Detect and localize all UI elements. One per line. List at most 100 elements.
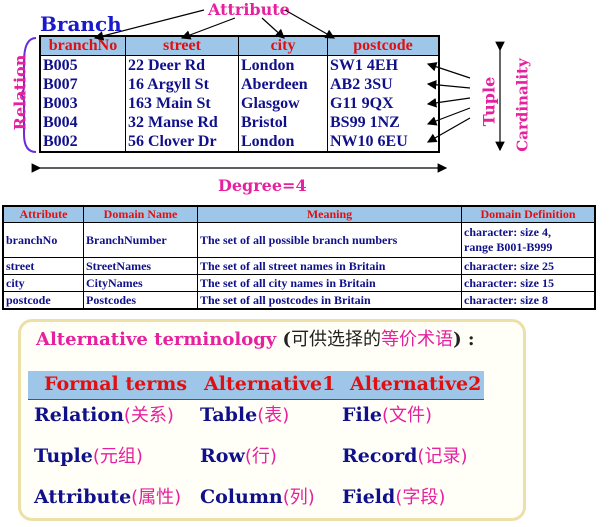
column-header-branchno: branchNo [39,35,126,56]
cell: The set of all possible branch numbers [197,222,462,258]
divider [28,399,484,400]
term-field: Field(字段) [342,483,445,509]
term-table: Table(表) [200,401,289,427]
attribute-label: Attribute [208,0,290,19]
heading-part: ) : [453,329,475,350]
cell: NW10 6EU [327,132,440,152]
cell: BranchNumber [83,222,198,258]
term-relation: Relation(关系) [34,401,174,427]
heading-part: 等价术语 [381,329,454,350]
table-row: street StreetNames The set of all street… [2,257,596,275]
cell: 22 Deer Rd [125,55,239,75]
header-attribute: Attribute [2,205,84,223]
cell: AB2 3SU [327,75,440,94]
cell: London [238,55,328,75]
cell: branchNo [2,222,84,258]
term-en: Attribute [34,486,132,508]
term-tuple: Tuple(元组) [34,442,143,468]
term-cn: (字段) [395,487,446,508]
cell: The set of all city names in Britain [197,274,462,292]
term-cn: (属性) [131,487,182,508]
cell: CityNames [83,274,198,292]
cell: 163 Main St [125,94,239,113]
cell: character: size 25 [461,257,596,275]
cell: 32 Manse Rd [125,113,239,132]
term-cn: (元组) [92,446,143,467]
cell: The set of all postcodes in Britain [197,291,462,310]
term-en: Tuple [34,445,93,467]
cell: B005 [40,55,126,75]
term-record: Record(记录) [342,442,467,468]
terminology-heading: Alternative terminology (可供选择的等价术语) : [36,325,475,351]
table-row: postcode Postcodes The set of all postco… [2,291,596,310]
column-header-postcode: postcode [327,35,440,56]
term-cn: (表) [257,405,290,426]
heading-part: Alternative terminology [36,329,277,350]
degree-label: Degree=4 [218,176,307,195]
cell: B002 [40,132,126,152]
relation-label: Relation [10,54,30,131]
cell: city [2,274,84,292]
cell: character: size 8 [461,291,596,310]
term-en: Field [342,486,396,508]
header-meaning: Meaning [197,205,462,223]
header-domain-name: Domain Name [83,205,198,223]
header-domain-definition: Domain Definition [461,205,596,223]
cell: B003 [40,94,126,113]
table-row: city CityNames The set of all city names… [2,274,596,292]
cell: SW1 4EH [327,55,440,75]
tuple-label: Tuple [479,76,499,127]
column-header-street: street [125,35,239,56]
term-en: Record [342,445,418,467]
term-row: Row(行) [200,442,277,468]
cell: B004 [40,113,126,132]
table-row: B002 56 Clover Dr London NW10 6EU [40,132,440,152]
terminology-header-bar [28,371,484,399]
cell: character: size 15 [461,274,596,292]
term-file: File(文件) [342,401,432,427]
term-en: Table [200,404,258,426]
term-en: Row [200,445,245,467]
cell-line: range B001-B999 [464,240,553,254]
cell-line: character: size 4, [464,225,551,239]
cell: Aberdeen [238,75,328,94]
cell: street [2,257,84,275]
table-row: branchNo BranchNumber The set of all pos… [2,222,596,258]
term-column: Column(列) [200,483,315,509]
cell: 16 Argyll St [125,75,239,94]
heading-part: ( [282,329,292,350]
cell: 56 Clover Dr [125,132,239,152]
cardinality-label: Cardinality [513,58,532,152]
cell: B007 [40,75,126,94]
table-row: B007 16 Argyll St Aberdeen AB2 3SU [40,75,440,94]
branch-relation-table: branchNo street city postcode B005 22 De… [39,35,440,153]
annotation-arrows [17,9,505,173]
terminology-box [18,319,526,521]
term-en: Column [200,486,283,508]
cell: postcode [2,291,84,310]
cell: G11 9QX [327,94,440,113]
cell: Bristol [238,113,328,132]
term-en: File [342,404,383,426]
term-cn: (记录) [417,446,468,467]
table-row: B004 32 Manse Rd Bristol BS99 1NZ [40,113,440,132]
table-row: B005 22 Deer Rd London SW1 4EH [40,55,440,75]
cell: character: size 4, range B001-B999 [461,222,596,258]
table-row: B003 163 Main St Glasgow G11 9QX [40,94,440,113]
term-cn: (文件) [382,405,433,426]
term-cn: (行) [244,446,277,467]
header-alternative2: Alternative2 [350,373,482,395]
header-formal-terms: Formal terms [44,373,188,395]
term-attribute: Attribute(属性) [34,483,181,509]
term-cn: (列) [282,487,315,508]
cell: The set of all street names in Britain [197,257,462,275]
term-en: Relation [34,404,124,426]
cell: StreetNames [83,257,198,275]
cell: Glasgow [238,94,328,113]
cell: London [238,132,328,152]
heading-part: 可供选择的 [291,329,382,350]
branch-title: Branch [40,12,122,36]
attribute-domain-table: Attribute Domain Name Meaning Domain Def… [2,205,596,310]
term-cn: (关系) [123,405,174,426]
header-alternative1: Alternative1 [204,373,336,395]
